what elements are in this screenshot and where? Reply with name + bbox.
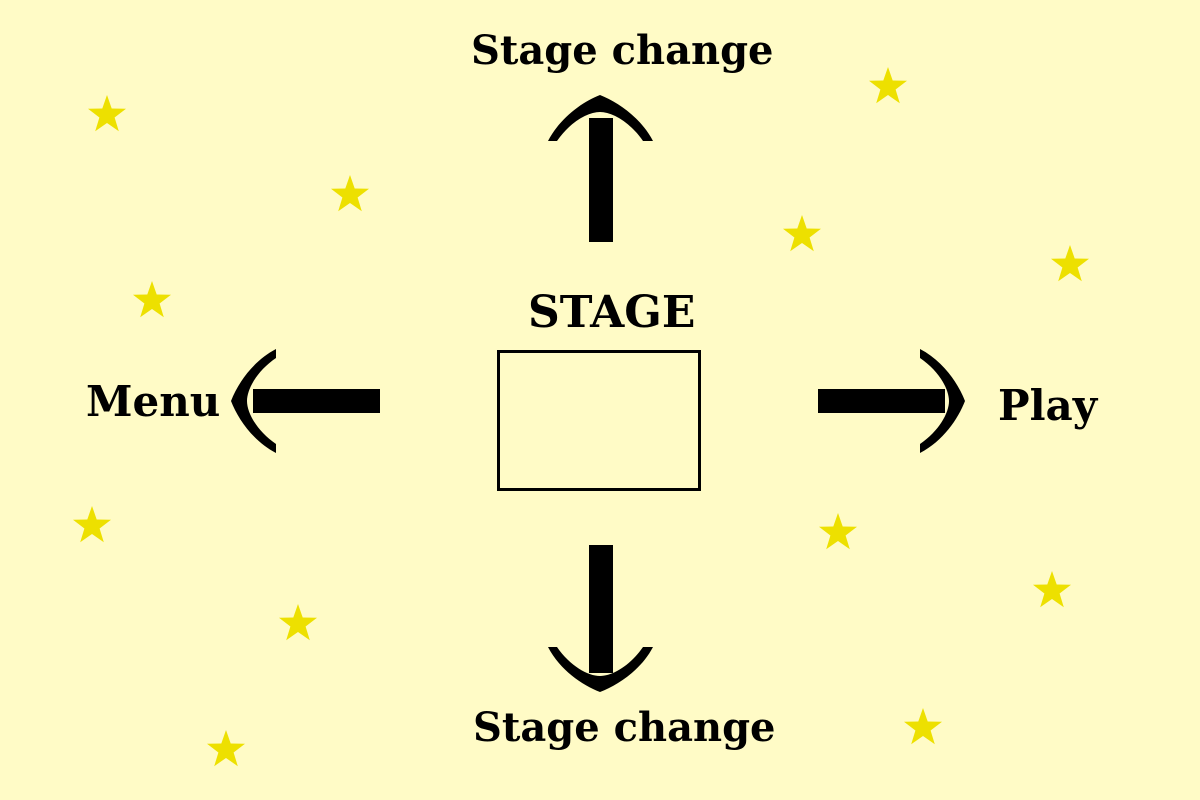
star-icon <box>819 513 857 550</box>
star-icon <box>904 708 942 745</box>
star-icon <box>1033 571 1071 608</box>
label-stage-change-bottom: Stage change <box>473 704 776 751</box>
label-stage: STAGE <box>528 287 696 338</box>
star-icon <box>869 67 907 104</box>
star-icon <box>73 506 111 543</box>
stage-box <box>497 350 701 491</box>
star-icon <box>279 604 317 641</box>
star-icon <box>1051 245 1089 282</box>
label-stage-change-top: Stage change <box>471 27 774 74</box>
arrow-up-icon <box>548 95 653 242</box>
star-icon <box>133 281 171 318</box>
star-icon <box>783 215 821 252</box>
arrow-right-icon <box>818 349 965 453</box>
star-icon <box>331 175 369 212</box>
star-icon <box>207 730 245 767</box>
arrow-left-icon <box>231 349 380 453</box>
arrow-down-icon <box>548 545 653 692</box>
star-icon <box>88 95 126 132</box>
label-play: Play <box>998 381 1098 430</box>
label-menu: Menu <box>86 377 221 426</box>
